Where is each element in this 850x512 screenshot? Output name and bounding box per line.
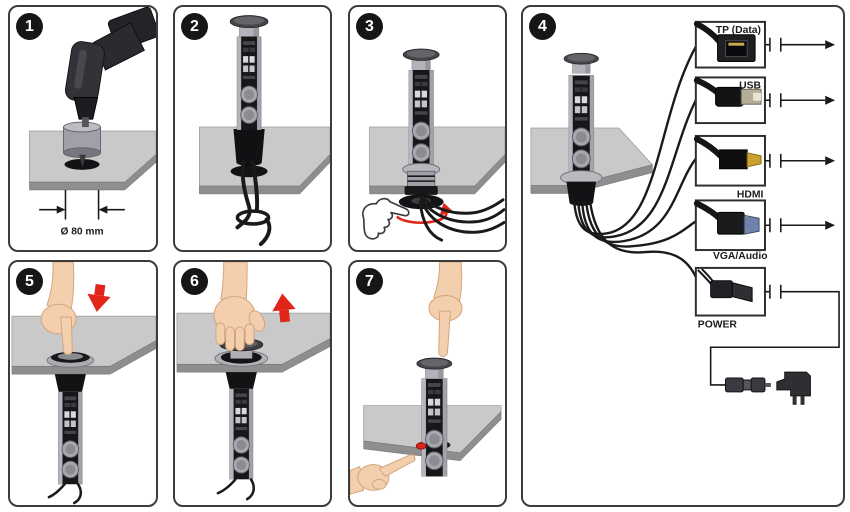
drill-icon [64,7,156,128]
press-lid-illustration [11,262,156,505]
tighten-nut-illustration [362,48,505,242]
step-number: 6 [190,273,199,290]
pointing-hand-icon [350,454,416,495]
pressing-hand-icon [40,262,77,355]
step-panel-7: 7 [348,260,507,507]
cables [573,45,698,279]
drill-hole-illustration: Ø 80 mm [29,7,156,237]
break-symbol [764,37,826,52]
power-tower [229,15,269,166]
step-number-badge: 4 [529,13,556,40]
popup-tower-illustration [350,262,502,495]
insert-tower-illustration [198,15,330,247]
step-panel-6: 6 [173,260,332,507]
step-panel-3: 3 [348,5,507,252]
step-number-badge: 5 [16,268,43,295]
break-symbol [764,153,826,168]
connector-box-power: POWER [694,266,840,386]
step-number: 5 [25,273,34,290]
connector-box-hdmi: HDMI [693,134,836,200]
power-tower [416,357,453,450]
step-panel-1: 1 [8,5,158,252]
release-button [415,442,427,450]
connector-box-tp-data: TP (Data) [693,20,836,69]
arrow-up-icon [272,293,296,323]
cable-connection-diagram: TP (Data) USB HDMI [530,20,840,405]
power-tower [47,374,86,505]
power-plug-icon [724,371,811,405]
connector-label-tp-data: TP (Data) [716,25,761,36]
step-number-badge: 2 [181,13,208,40]
arrow-down-icon [87,283,111,312]
step-panel-5: 5 [8,260,158,507]
arrow-right-icon [825,156,836,166]
hole-diameter-label: Ø 80 mm [60,226,103,237]
pull-up-illustration [176,262,330,501]
arrow-right-icon [825,40,836,50]
break-symbol [764,93,826,108]
desk [198,126,330,195]
arrow-right-icon [825,95,836,105]
step-number-badge: 3 [356,13,383,40]
grabbing-hand-icon [213,262,265,352]
connector-label-usb: USB [739,80,761,91]
step-number-badge: 7 [356,268,383,295]
connector-box-usb: USB [693,76,836,125]
power-tower [560,52,603,206]
break-symbol [764,218,826,233]
step-number: 4 [538,18,547,35]
connector-label-power: POWER [698,319,738,330]
desk [369,126,505,195]
connector-label-vga-audio: VGA/Audio [713,251,768,262]
cables [418,194,505,242]
step-number: 2 [190,18,199,35]
step-number: 3 [365,18,374,35]
step-number: 1 [25,18,34,35]
connector-label-hdmi: HDMI [737,189,764,200]
step-number-badge: 6 [181,268,208,295]
power-routing-line [709,284,840,386]
step-panel-2: 2 [173,5,332,252]
arrow-right-icon [825,220,836,230]
step-panel-4: 4 [521,5,845,507]
pointing-hand-icon [362,197,410,240]
step-number-badge: 1 [16,13,43,40]
dimension-annotation: Ø 80 mm [39,189,125,237]
connector-box-vga-audio: VGA/Audio [693,199,836,262]
pressing-hand-icon [428,262,463,357]
cables [235,160,272,247]
step-number: 7 [365,273,374,290]
